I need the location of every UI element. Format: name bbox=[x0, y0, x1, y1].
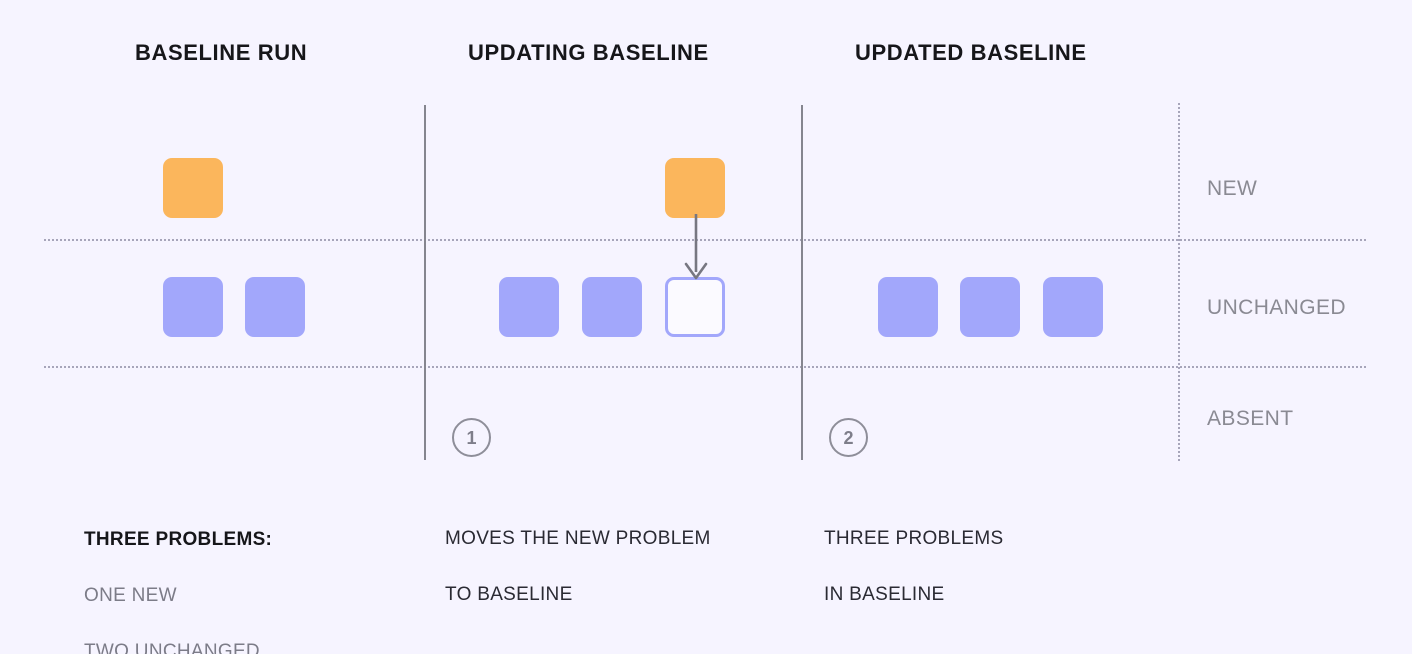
problem-square-unchanged bbox=[582, 277, 642, 337]
caption-updating-baseline: MOVES THE NEW PROBLEM TO BASELINE bbox=[445, 497, 711, 637]
column-divider-2 bbox=[801, 105, 803, 460]
caption-title: THREE PROBLEMS: bbox=[84, 529, 273, 550]
column-heading-baseline-run: BASELINE RUN bbox=[135, 40, 308, 65]
legend-divider bbox=[1178, 103, 1180, 461]
caption-line-2: TO BASELINE bbox=[445, 584, 573, 605]
problem-square-new bbox=[665, 158, 725, 218]
band-divider-unchanged-absent bbox=[44, 366, 1366, 368]
column-heading-updating-baseline: UPDATING BASELINE bbox=[468, 40, 709, 65]
problem-square-unchanged bbox=[245, 277, 305, 337]
problem-square-unchanged bbox=[499, 277, 559, 337]
caption-line-2: IN BASELINE bbox=[824, 584, 945, 605]
move-arrow-icon bbox=[684, 214, 708, 280]
step-badge-2: 2 bbox=[829, 418, 868, 457]
row-label-absent: ABSENT bbox=[1207, 407, 1294, 430]
problem-square-unchanged bbox=[1043, 277, 1103, 337]
row-label-unchanged: UNCHANGED bbox=[1207, 296, 1346, 319]
caption-updated-baseline: THREE PROBLEMS IN BASELINE bbox=[824, 497, 1003, 637]
row-label-new: NEW bbox=[1207, 177, 1258, 200]
problem-square-unchanged bbox=[878, 277, 938, 337]
problem-square-unchanged bbox=[163, 277, 223, 337]
caption-line-1: ONE NEW bbox=[84, 585, 177, 606]
problem-square-placeholder bbox=[665, 277, 725, 337]
caption-baseline-run: THREE PROBLEMS: ONE NEW TWO UNCHANGED bbox=[84, 498, 272, 654]
problem-square-new bbox=[163, 158, 223, 218]
caption-line-2: TWO UNCHANGED bbox=[84, 641, 260, 654]
problem-square-unchanged bbox=[960, 277, 1020, 337]
caption-line-1: MOVES THE NEW PROBLEM bbox=[445, 528, 711, 549]
step-badge-1: 1 bbox=[452, 418, 491, 457]
caption-line-1: THREE PROBLEMS bbox=[824, 528, 1004, 549]
column-divider-1 bbox=[424, 105, 426, 460]
band-divider-new-unchanged bbox=[44, 239, 1366, 241]
column-heading-updated-baseline: UPDATED BASELINE bbox=[855, 40, 1087, 65]
